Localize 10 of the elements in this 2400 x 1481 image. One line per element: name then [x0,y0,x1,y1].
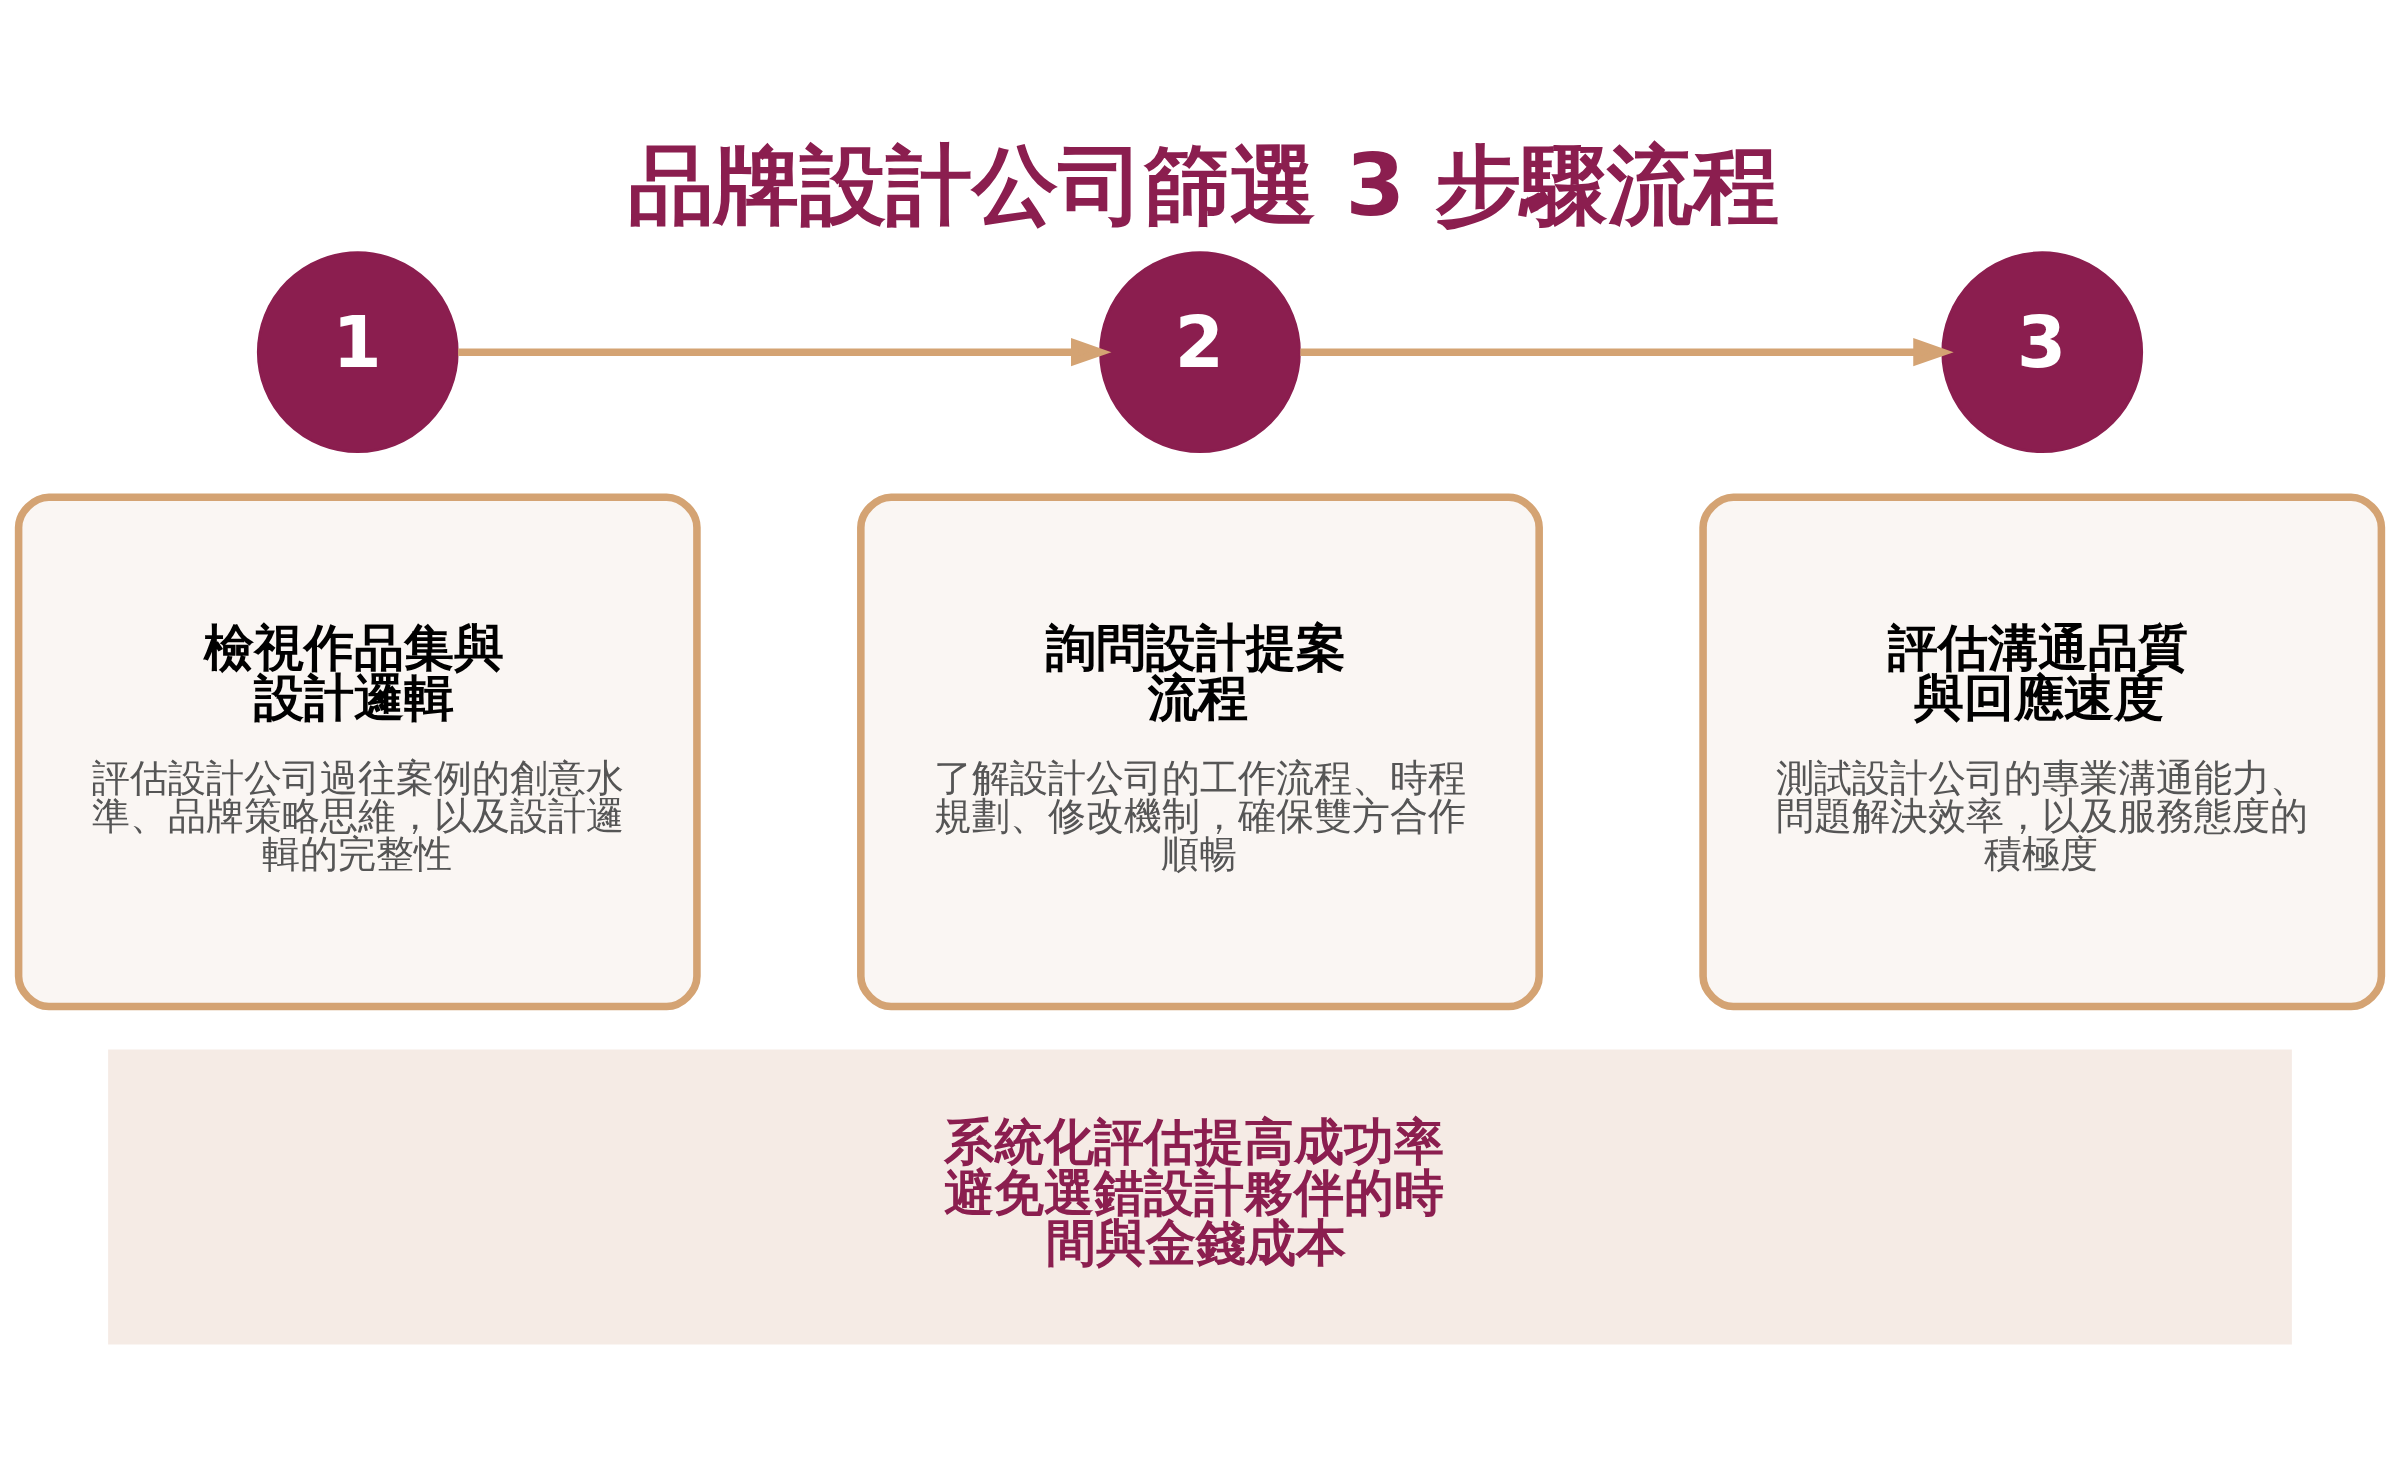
node-box: 評估溝通品質與回應速度 測試設計公司的專業溝通能力、問題解決效率，以及服務態度的積極度 [1699,493,2386,1011]
node-box: 系統化評估提高成功率避免選錯設計夥伴的時間與金錢成本 [108,1049,2292,1345]
node-circle: 3 [1941,251,2144,454]
node-circle: 2 [1099,251,1301,454]
node-box: 檢視作品集與設計邏輯 評估設計公司過往案例的創意水準、品牌策略思維，以及設計邏輯的完整性 [14,493,701,1011]
node-box: 詢問設計提案流程 了解設計公司的工作流程、時程規劃、修改機制，確保雙方合作順暢 [857,493,1543,1011]
diagram-title: 品牌設計公司篩選 3 步驟流程 [627,135,1779,236]
node-circle: 1 [256,251,459,454]
arrow [1300,338,1954,367]
arrow [458,338,1112,367]
